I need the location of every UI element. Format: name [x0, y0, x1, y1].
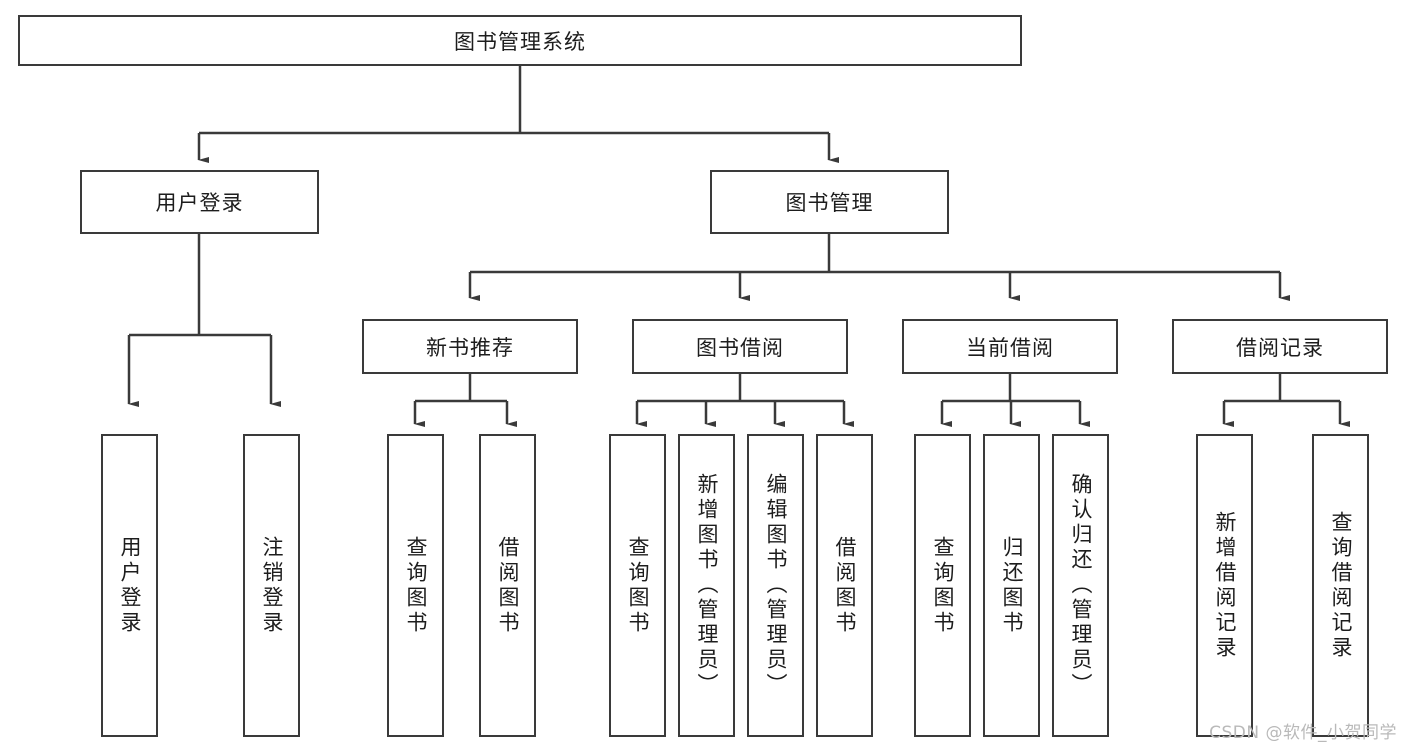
node-label: 借阅图书 [833, 535, 857, 636]
node-label: 确认归还（管理员） [1069, 473, 1093, 698]
node-label: 新增借阅记录 [1213, 510, 1237, 661]
node-leaf-borrow-book-2[interactable]: 借阅图书 [816, 434, 873, 737]
node-label: 图书管理 [785, 191, 874, 215]
node-leaf-confirm-return[interactable]: 确认归还（管理员） [1052, 434, 1109, 737]
node-label: 编辑图书（管理员） [764, 473, 788, 698]
node-label: 图书管理系统 [454, 29, 586, 54]
node-new-book-recommend[interactable]: 新书推荐 [362, 319, 578, 374]
node-leaf-query-book-2[interactable]: 查询图书 [609, 434, 666, 737]
node-label: 借阅图书 [496, 535, 520, 636]
node-label: 图书借阅 [696, 335, 784, 360]
node-label: 查询借阅记录 [1329, 510, 1353, 661]
node-leaf-add-record[interactable]: 新增借阅记录 [1196, 434, 1253, 737]
node-leaf-return-book[interactable]: 归还图书 [983, 434, 1040, 737]
node-label: 查询图书 [404, 535, 428, 636]
node-book-management[interactable]: 图书管理 [710, 170, 949, 234]
node-leaf-logout-login[interactable]: 注销登录 [243, 434, 300, 737]
node-root-system[interactable]: 图书管理系统 [18, 15, 1022, 66]
node-label: 借阅记录 [1236, 335, 1324, 360]
node-leaf-query-record[interactable]: 查询借阅记录 [1312, 434, 1369, 737]
node-label: 注销登录 [260, 535, 284, 636]
node-leaf-query-book-1[interactable]: 查询图书 [387, 434, 444, 737]
node-user-login[interactable]: 用户登录 [80, 170, 319, 234]
node-book-borrow[interactable]: 图书借阅 [632, 319, 848, 374]
node-label: 查询图书 [931, 535, 955, 636]
node-leaf-add-book[interactable]: 新增图书（管理员） [678, 434, 735, 737]
node-leaf-borrow-book-1[interactable]: 借阅图书 [479, 434, 536, 737]
node-label: 归还图书 [1000, 535, 1024, 636]
node-leaf-user-login[interactable]: 用户登录 [101, 434, 158, 737]
node-current-borrow[interactable]: 当前借阅 [902, 319, 1118, 374]
node-leaf-query-book-3[interactable]: 查询图书 [914, 434, 971, 737]
node-leaf-edit-book[interactable]: 编辑图书（管理员） [747, 434, 804, 737]
node-label: 新增图书（管理员） [695, 473, 719, 698]
node-borrow-record[interactable]: 借阅记录 [1172, 319, 1388, 374]
node-label: 新书推荐 [426, 335, 514, 360]
node-label: 用户登录 [118, 535, 142, 636]
node-label: 当前借阅 [966, 335, 1054, 360]
node-label: 查询图书 [626, 535, 650, 636]
node-label: 用户登录 [155, 191, 244, 215]
